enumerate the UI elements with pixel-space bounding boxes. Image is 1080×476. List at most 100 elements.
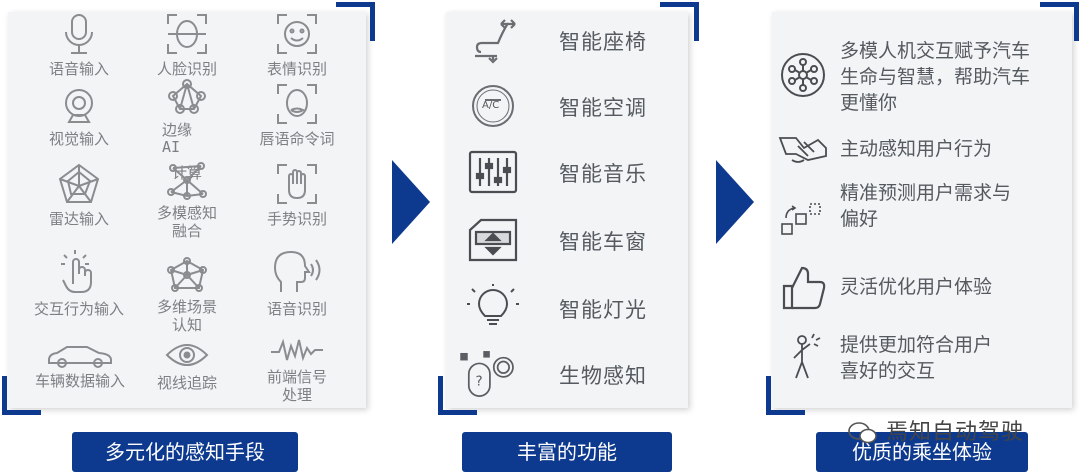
cell-label: 手势识别	[266, 210, 327, 228]
cell-label-line2: 处理	[281, 386, 312, 404]
feature-label: 智能车窗	[559, 230, 647, 254]
cell-label: 语音识别	[266, 300, 327, 318]
cell-edge-ai: 边缘 AI 计算	[132, 78, 242, 182]
panel1-corner-top-right	[336, 2, 375, 41]
face-recognition-icon	[167, 14, 207, 54]
feature-label: 智能灯光	[559, 298, 647, 322]
cell-visual-input: 视觉输入	[24, 86, 134, 148]
caption-features: 丰富的功能	[462, 432, 672, 472]
lightbulb-icon	[467, 284, 519, 325]
hand-gesture-icon	[277, 164, 317, 204]
feature-smart-seat: 智能座椅	[463, 12, 673, 68]
experience-line: 喜好的交互	[840, 360, 936, 382]
cell-label-line1: 多模感知	[156, 204, 217, 222]
experience-line: 偏好	[840, 208, 879, 230]
feature-label: 智能空调	[559, 96, 647, 120]
cell-signal-processing: 前端信号 处理	[242, 336, 352, 404]
cell-gaze-tracking: 视线追踪	[132, 340, 242, 392]
cell-voice-input: 语音输入	[24, 12, 134, 78]
caption-perception: 多元化的感知手段	[72, 432, 298, 472]
feature-smart-window: 智能车窗	[463, 212, 673, 268]
cell-vehicle-data: 车辆数据输入	[22, 342, 138, 390]
panel2-corner-bottom-left	[438, 376, 477, 415]
thumbs-up-icon	[782, 266, 826, 310]
feature-smart-ac: A/C 智能空调	[463, 78, 673, 134]
hands-icon	[778, 137, 827, 163]
feature-label: 智能音乐	[559, 162, 647, 186]
caption-experience: 优质的乘坐体验	[816, 432, 1028, 472]
cell-label: 车辆数据输入	[34, 372, 125, 390]
cell-hand-gesture: 手势识别	[242, 162, 352, 228]
signal-icon	[271, 338, 323, 362]
experience-line: 生命与智慧，帮助汽车	[840, 66, 1031, 88]
features-panel	[446, 12, 688, 408]
cell-label: 人脸识别	[156, 60, 217, 78]
ac-icon-text: A/C	[482, 100, 500, 111]
cell-interaction-input: 交互行为输入	[24, 248, 134, 318]
cell-label: 表情识别	[266, 60, 327, 78]
radar-icon	[58, 163, 100, 203]
touch-icon	[61, 250, 92, 293]
microphone-icon	[65, 14, 93, 54]
cell-label: 视线追踪	[156, 374, 217, 392]
cell-radar-input: 雷达输入	[24, 162, 134, 228]
equalizer-icon	[468, 150, 518, 194]
feature-label: 智能座椅	[559, 30, 647, 54]
cell-label-line1: 多维场景	[156, 298, 217, 316]
network-icon	[167, 257, 207, 292]
cell-label-line1: 前端信号	[266, 368, 327, 386]
experience-line: 主动感知用户行为	[840, 138, 993, 160]
cell-expression-recognition: 表情识别	[242, 12, 352, 78]
edge-ai-icon	[168, 79, 206, 114]
experience-line: 更懂你	[840, 92, 898, 114]
perception-panel	[8, 12, 366, 408]
fusion-icon	[167, 162, 207, 200]
edge-label-part2: AI	[162, 138, 181, 156]
flow-arrow-1	[392, 160, 430, 244]
cell-face-recognition: 人脸识别	[132, 12, 242, 78]
lip-reading-icon	[277, 84, 317, 124]
panel2-corner-top-right	[660, 2, 699, 41]
feature-bio-sensing: ? 生物感知	[460, 346, 673, 402]
cell-multimodal-fusion: 多模感知 融合	[132, 160, 242, 240]
svg-text:?: ?	[476, 375, 483, 390]
feature-label: 生物感知	[559, 364, 647, 388]
experience-panel	[772, 12, 1072, 408]
experience-line: 提供更加符合用户	[840, 334, 993, 356]
cell-scene-cognition: 多维场景 认知	[132, 256, 242, 334]
camera-icon	[65, 89, 93, 123]
cell-label: 交互行为输入	[33, 300, 124, 318]
cell-label: 雷达输入	[48, 210, 109, 228]
flow-arrow-2	[716, 160, 754, 244]
feature-smart-lighting: 智能灯光	[463, 280, 673, 336]
seat-icon	[475, 19, 516, 64]
person-icon	[793, 333, 821, 379]
cell-lip-reading: 唇语命令词	[242, 82, 352, 148]
cell-speech-recognition: 语音识别	[242, 248, 352, 318]
window-icon	[468, 218, 518, 262]
cell-label: 视觉输入	[48, 130, 109, 148]
cell-label-line2: 认知	[171, 316, 202, 334]
watermark-text: 焉知自动驾驶	[886, 420, 1025, 445]
cell-label-line2: 融合	[171, 222, 202, 240]
edge-label-part1: 边缘	[162, 121, 193, 139]
experience-line: 灵活优化用户体验	[840, 276, 993, 298]
panel3-corner-top-right	[1040, 2, 1079, 41]
hub-icon	[781, 53, 825, 97]
ac-icon	[472, 85, 514, 127]
speaking-head-icon	[273, 250, 321, 292]
cell-label: 唇语命令词	[259, 130, 335, 148]
wechat-icon	[848, 422, 878, 444]
panel1-corner-bottom-left	[2, 376, 41, 415]
panel3-corner-bottom-left	[766, 376, 805, 415]
experience-line: 多模人机交互赋予汽车	[840, 40, 1031, 62]
cell-label: 语音输入	[48, 60, 109, 78]
expression-icon	[277, 14, 317, 54]
steps-icon	[781, 203, 821, 235]
car-icon	[48, 346, 112, 368]
eye-tracking-icon	[165, 344, 209, 366]
bio-sensing-icon: ?	[460, 351, 514, 397]
experience-line: 精准预测用户需求与	[840, 182, 1012, 204]
feature-smart-music: 智能音乐	[463, 144, 673, 200]
watermark: 焉知自动驾驶	[848, 414, 1024, 446]
